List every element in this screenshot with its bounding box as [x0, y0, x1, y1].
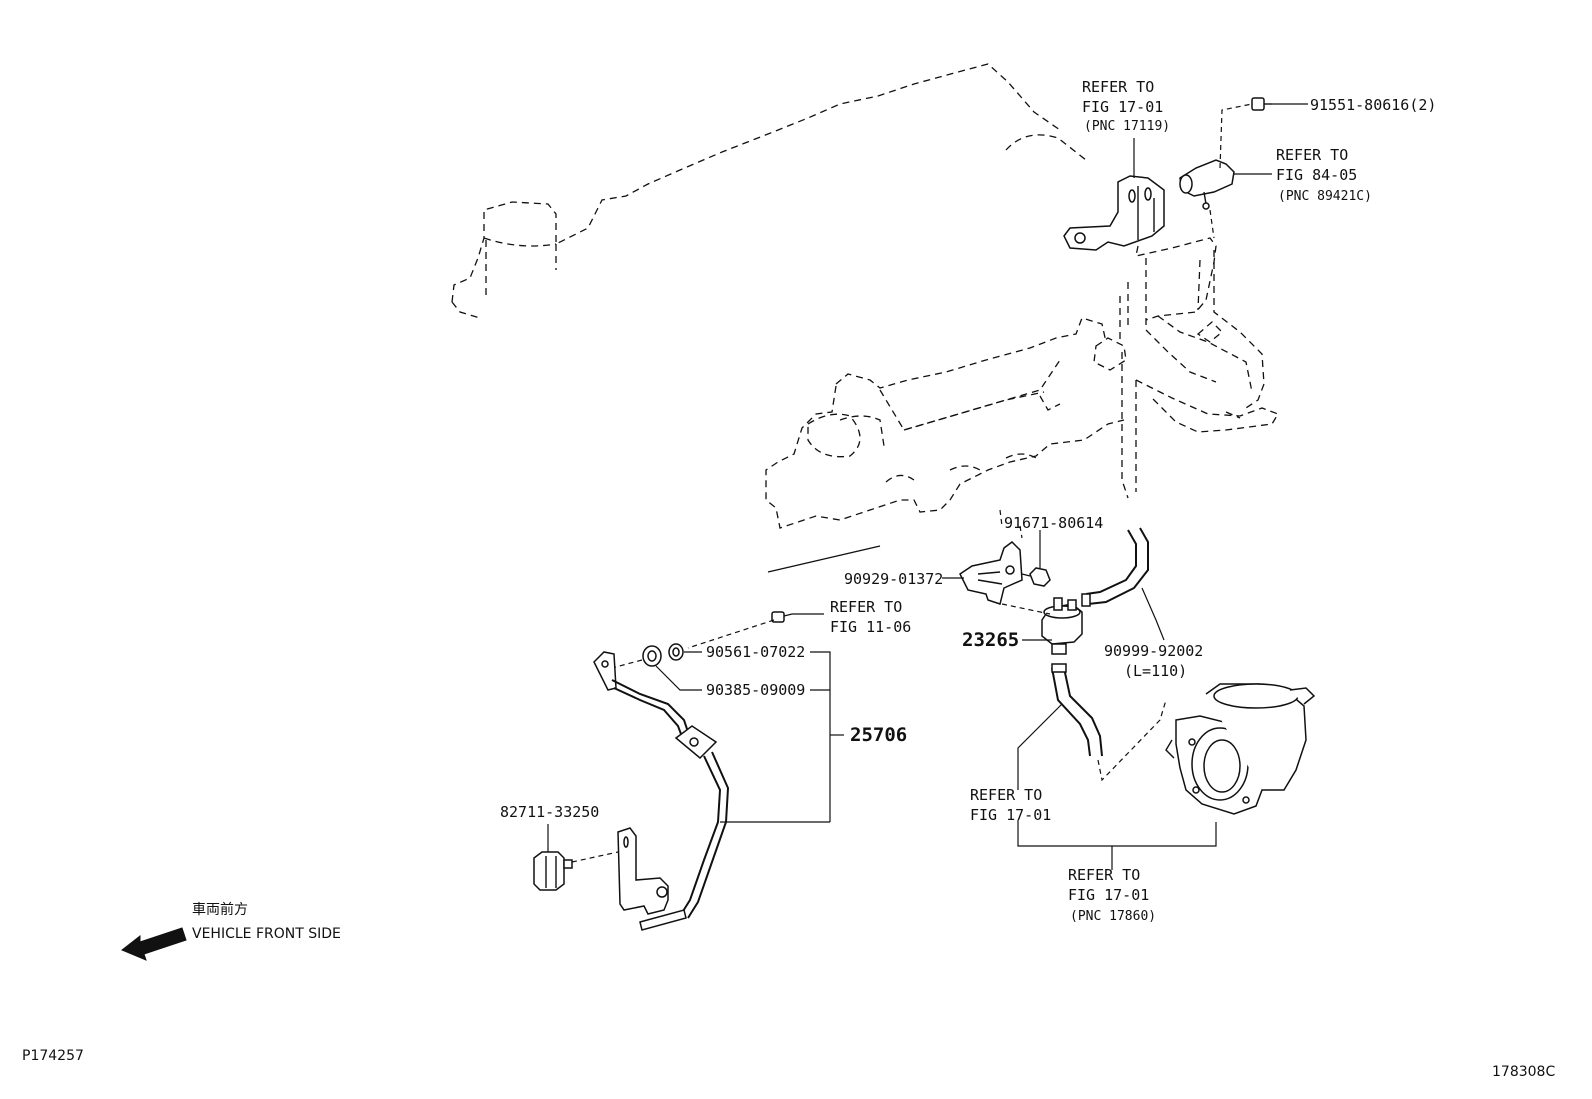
hose-90999 — [1081, 527, 1165, 641]
refer-84-05-line1: REFER TO — [1276, 146, 1348, 164]
footer-left-code: P174257 — [22, 1048, 84, 1064]
refer-84-05-line2: FIG 84-05 — [1276, 166, 1357, 184]
direction-label-jp: 車両前方 — [192, 901, 248, 918]
part-number-91551: 91551-80616(2) — [1310, 96, 1436, 114]
hose-lower — [1017, 663, 1167, 790]
arrow-left-icon — [121, 927, 187, 961]
refer-17-01-mid-line2: FIG 17-01 — [970, 806, 1051, 824]
refer-17-01-top-pnc: (PNC 17119) — [1084, 119, 1170, 134]
bolt-91551 — [1251, 97, 1308, 111]
throttle-body — [1165, 683, 1316, 815]
bolt-91671 — [1021, 530, 1051, 587]
clamp-bracket — [617, 827, 669, 915]
engine-outline — [451, 63, 1279, 573]
clip-82711 — [533, 824, 619, 891]
part-number-90561: 90561-07022 — [706, 643, 805, 661]
footer-right-code: 178308C — [1492, 1064, 1555, 1080]
direction-label-en: VEHICLE FRONT SIDE — [192, 926, 341, 942]
rod-25706 — [593, 651, 844, 931]
nut-90385 — [611, 645, 702, 691]
refer-84-05-pnc: (PNC 89421C) — [1278, 189, 1372, 204]
refer-17-01-mid-line1: REFER TO — [970, 786, 1042, 804]
bracket-90929 — [942, 541, 1023, 605]
part-number-23265: 23265 — [962, 629, 1019, 651]
bracket-upper — [1063, 175, 1165, 251]
refer-11-06-line2: FIG 11-06 — [830, 618, 911, 636]
refer-17-01-bottom-pnc: (PNC 17860) — [1070, 909, 1156, 924]
part-number-25706: 25706 — [850, 724, 907, 746]
refer-17-01-bottom-line2: FIG 17-01 — [1068, 886, 1149, 904]
part-length-90999: (L=110) — [1124, 662, 1187, 680]
sensor — [1179, 103, 1253, 239]
refer-17-01-top-line1: REFER TO — [1082, 78, 1154, 96]
part-number-90929: 90929-01372 — [844, 570, 943, 588]
refer-17-01-bottom-line1: REFER TO — [1068, 866, 1140, 884]
part-number-91671: 91671-80614 — [1004, 514, 1103, 532]
bolt-11-06 — [687, 611, 824, 649]
refer-17-01-top-line2: FIG 17-01 — [1082, 98, 1163, 116]
vsv-23265 — [1001, 597, 1083, 655]
washer-90561 — [668, 643, 702, 661]
refer-11-06-line1: REFER TO — [830, 598, 902, 616]
part-number-90385: 90385-09009 — [706, 681, 805, 699]
part-number-90999: 90999-92002 — [1104, 642, 1203, 660]
part-number-82711: 82711-33250 — [500, 803, 599, 821]
